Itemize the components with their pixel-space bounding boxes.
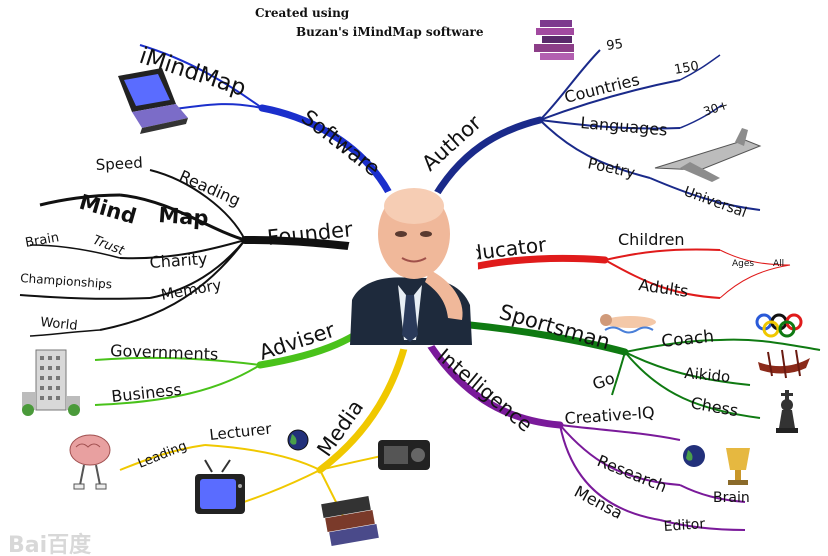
trophy-icon	[726, 448, 750, 485]
branch-label-author: Author	[417, 110, 486, 175]
author-universal-label: Universal	[682, 184, 749, 221]
educator-adults-label: Adults	[637, 275, 689, 301]
watermark: Bai百度	[8, 532, 92, 556]
books-icon	[534, 20, 574, 60]
author-countries-label: Countries	[562, 70, 641, 107]
swimmer-icon	[600, 314, 656, 334]
author-n150-label: 150	[673, 59, 700, 78]
media-leading-label: Leading	[136, 439, 189, 472]
founder-brain-label: Brain	[24, 230, 60, 251]
intelligence-research-label: Research	[595, 451, 670, 496]
globe-icon	[683, 445, 705, 467]
sportsman-aikido-label: Aikido	[684, 364, 731, 386]
branch-label-software: Software	[297, 105, 385, 181]
media-lecturer-label: Lecturer	[209, 419, 274, 443]
author-languages-label: Languages	[580, 113, 669, 140]
founder-championships-label: Championships	[20, 271, 113, 291]
author-n95-label: 95	[605, 37, 623, 54]
header-line-2: Buzan's iMindMap software	[296, 25, 484, 39]
educator-all-label: All	[773, 259, 784, 269]
portrait-photo	[346, 186, 478, 350]
founder-world-label: World	[40, 315, 79, 334]
intelligence-brain-label: Brain	[713, 490, 750, 506]
laptop-icon	[118, 68, 188, 134]
brain-character-icon	[69, 434, 111, 490]
tv-icon	[195, 459, 245, 514]
header-line-1: Created using	[255, 6, 350, 20]
intelligence-mensa-label: Mensa	[571, 482, 626, 523]
author-poetry-label: Poetry	[586, 154, 637, 182]
globe-icon	[287, 429, 309, 451]
founder-memory-label: Memory	[160, 276, 223, 304]
author-n30-label: 30+	[702, 98, 730, 119]
chess-king-icon	[776, 390, 798, 433]
educator-children-label: Children	[618, 230, 685, 249]
concorde-icon	[654, 128, 762, 182]
intelligence-creative-iq-label: Creative-IQ	[564, 403, 655, 428]
sportsman-chess-label: Chess	[689, 393, 739, 420]
intelligence-branch-lines	[426, 341, 746, 531]
educator-ages-label: Ages	[732, 259, 754, 269]
branch-label-sportsman: Sportsman	[497, 300, 613, 354]
adviser-business-label: Business	[110, 380, 182, 406]
olympic-rings-icon	[755, 313, 803, 338]
branch-label-intelligence: Intelligence	[433, 343, 538, 436]
founder-speed-label: Speed	[95, 154, 143, 174]
skyscraper-icon	[22, 349, 80, 416]
author-branch-lines	[426, 49, 761, 211]
founder-map-label: Map	[158, 203, 210, 230]
founder-charity-label: Charity	[149, 249, 208, 272]
video-tapes-icon	[321, 495, 379, 547]
rowing-boat-icon	[758, 349, 810, 379]
sportsman-coach-label: Coach	[660, 327, 715, 352]
adviser-governments-label: Governments	[110, 341, 219, 364]
sportsman-branch-lines	[466, 321, 821, 419]
radio-icon	[378, 440, 430, 470]
intelligence-editor-label: Editor	[663, 516, 706, 535]
founder-reading-label: Reading	[176, 166, 243, 210]
